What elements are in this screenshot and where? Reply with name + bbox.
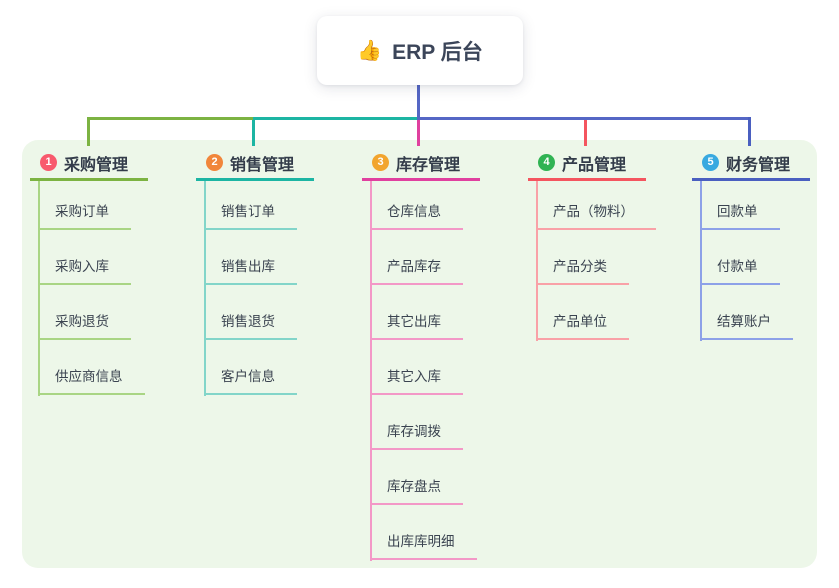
branch-inventory: 3 库存管理 仓库信息 产品库存 其它出库 其它入库 库存调拨 库存盘点 出库库… <box>362 147 480 561</box>
branch-title: 财务管理 <box>726 156 791 174</box>
branch-stub-4 <box>584 120 587 146</box>
sub-item[interactable]: 产品分类 <box>536 257 629 285</box>
root-title: ERP 后台 <box>392 40 483 64</box>
branch-title: 产品管理 <box>562 156 627 174</box>
branch-stub-2 <box>252 120 255 146</box>
branch-product: 4 产品管理 产品（物料） 产品分类 产品单位 <box>528 147 656 341</box>
branch-children-connector <box>700 181 702 341</box>
branch-badge: 3 <box>372 154 389 171</box>
sub-item[interactable]: 销售出库 <box>204 257 297 285</box>
sub-item[interactable]: 结算账户 <box>700 312 793 340</box>
branch-title: 销售管理 <box>230 156 295 174</box>
branch-sales: 2 销售管理 销售订单 销售出库 销售退货 客户信息 <box>196 147 314 396</box>
bus-segment-3 <box>417 117 751 120</box>
branch-children-connector <box>536 181 538 341</box>
sub-item[interactable]: 销售订单 <box>204 202 297 230</box>
branch-badge: 5 <box>702 154 719 171</box>
thumbs-up-icon: 👍 <box>357 40 383 62</box>
sub-item[interactable]: 供应商信息 <box>38 367 145 395</box>
sub-item[interactable]: 产品库存 <box>370 257 463 285</box>
sub-item[interactable]: 付款单 <box>700 257 780 285</box>
branch-finance: 5 财务管理 回款单 付款单 结算账户 <box>692 147 810 341</box>
sub-item[interactable]: 回款单 <box>700 202 780 230</box>
sub-item[interactable]: 客户信息 <box>204 367 297 395</box>
branch-header-inventory[interactable]: 3 库存管理 <box>362 147 480 181</box>
sub-item[interactable]: 其它出库 <box>370 312 463 340</box>
sub-item[interactable]: 库存盘点 <box>370 477 463 505</box>
sub-item[interactable]: 出库库明细 <box>370 532 477 560</box>
branch-badge: 2 <box>206 154 223 171</box>
branch-stub-5 <box>748 117 751 146</box>
branch-header-product[interactable]: 4 产品管理 <box>528 147 646 181</box>
branch-title: 采购管理 <box>64 156 129 174</box>
sub-item[interactable]: 仓库信息 <box>370 202 463 230</box>
sub-item[interactable]: 产品（物料） <box>536 202 656 230</box>
branch-stub-3 <box>417 120 420 146</box>
sub-item[interactable]: 采购订单 <box>38 202 131 230</box>
root-stem-connector <box>417 85 420 120</box>
branch-header-sales[interactable]: 2 销售管理 <box>196 147 314 181</box>
bus-segment-2 <box>253 117 417 120</box>
branch-children-connector <box>38 181 40 396</box>
mindmap-panel <box>22 140 817 568</box>
root-node[interactable]: 👍 ERP 后台 <box>317 16 523 85</box>
sub-item[interactable]: 产品单位 <box>536 312 629 340</box>
branch-children-connector <box>370 181 372 561</box>
sub-item[interactable]: 其它入库 <box>370 367 463 395</box>
sub-item[interactable]: 采购入库 <box>38 257 131 285</box>
branch-header-finance[interactable]: 5 财务管理 <box>692 147 810 181</box>
sub-item[interactable]: 销售退货 <box>204 312 297 340</box>
branch-stub-1 <box>87 117 90 146</box>
bus-segment-1 <box>87 117 253 120</box>
branch-header-purchase[interactable]: 1 采购管理 <box>30 147 148 181</box>
branch-badge: 4 <box>538 154 555 171</box>
sub-item[interactable]: 库存调拨 <box>370 422 463 450</box>
branch-children-connector <box>204 181 206 396</box>
branch-purchase: 1 采购管理 采购订单 采购入库 采购退货 供应商信息 <box>30 147 148 396</box>
sub-item[interactable]: 采购退货 <box>38 312 131 340</box>
branch-title: 库存管理 <box>396 156 461 174</box>
branch-badge: 1 <box>40 154 57 171</box>
